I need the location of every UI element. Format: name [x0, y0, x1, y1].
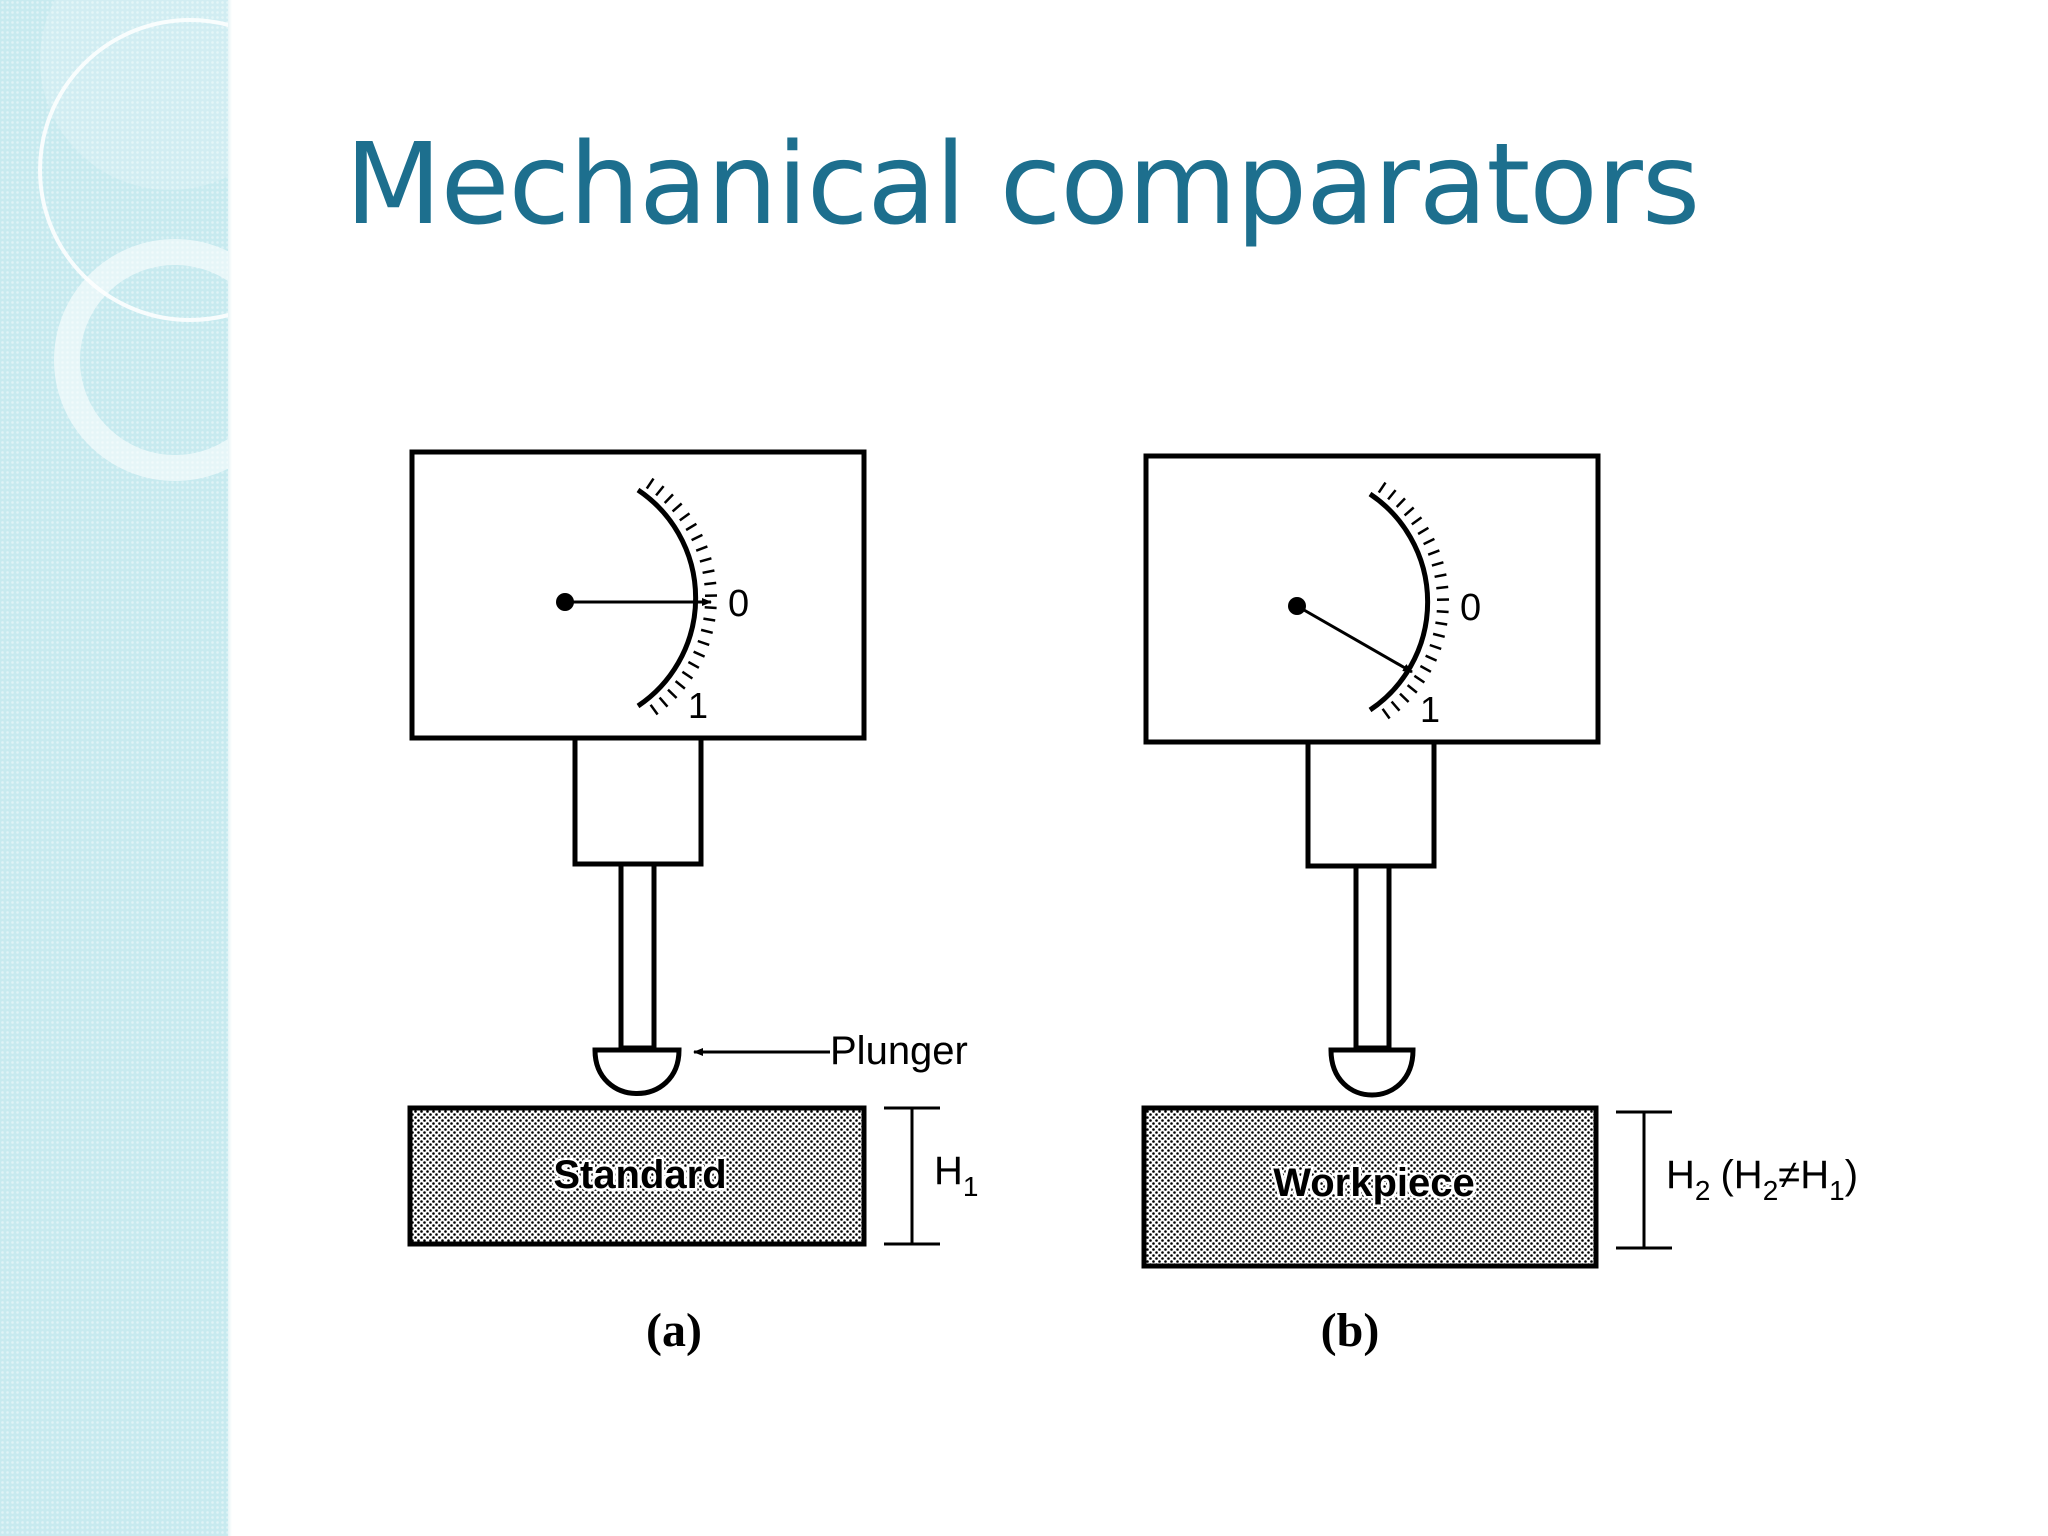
scale-tick	[658, 696, 669, 708]
side-decoration-panel	[0, 0, 228, 1536]
scale-ticks-b	[1377, 481, 1450, 720]
height-label-a: H1	[934, 1149, 978, 1202]
plunger-tip-b	[1328, 1047, 1416, 1098]
scale-tick	[685, 522, 698, 532]
scale-tick	[1387, 489, 1397, 501]
height-bracket-a	[884, 1106, 940, 1246]
pointer-b	[1296, 604, 1413, 674]
scale-tick	[649, 704, 659, 716]
scale-tick	[1434, 573, 1447, 579]
scale-tick	[679, 512, 691, 522]
scale-tick	[693, 650, 706, 658]
scale-tick	[1425, 654, 1438, 662]
scale-tick	[1436, 585, 1449, 590]
scale-tick	[1377, 481, 1387, 494]
scale-tick	[681, 670, 694, 680]
scale-tick	[1395, 497, 1406, 508]
scale-tick	[667, 688, 678, 699]
scale-tick	[703, 617, 716, 622]
gauge-body-a	[572, 735, 704, 867]
scale-tick	[1436, 609, 1449, 614]
plunger-label: Plunger	[830, 1029, 968, 1073]
scale-tick	[700, 628, 714, 635]
scale-tick	[1419, 664, 1432, 673]
scale-tick	[1431, 561, 1444, 567]
scale-tick	[671, 502, 683, 513]
height-bracket-b	[1616, 1110, 1672, 1250]
workpiece-label: Workpiece	[1273, 1161, 1475, 1205]
plunger-stem-b	[1353, 863, 1392, 1051]
dial-box-a	[409, 449, 867, 741]
caption-a: (a)	[646, 1304, 702, 1357]
dial-scale-a	[636, 487, 699, 709]
scale-tick	[687, 660, 700, 669]
scale-tick	[704, 605, 717, 610]
scale-tick	[1399, 692, 1410, 703]
scale-one-a: 1	[688, 685, 708, 726]
standard-label: Standard	[553, 1153, 726, 1197]
scale-tick	[702, 569, 715, 575]
scale-tick	[674, 680, 686, 690]
scale-tick	[1406, 684, 1418, 694]
dial-scale-b	[1368, 491, 1431, 713]
scale-tick	[697, 639, 710, 647]
plunger-tip-a	[592, 1047, 682, 1096]
scale-ticks-a	[645, 477, 718, 716]
caption-b: (b)	[1321, 1304, 1380, 1357]
decorative-rings-icon	[38, 0, 228, 481]
scale-tick	[1381, 708, 1391, 720]
dial-box-b	[1143, 453, 1601, 745]
scale-tick	[1429, 643, 1442, 651]
scale-tick	[1411, 516, 1423, 526]
scale-tick	[645, 477, 655, 490]
panel-b: 0 1 Workpiece H2(H2≠H1) (b)	[1141, 453, 1858, 1357]
standard-block	[407, 1105, 867, 1247]
scale-tick	[1403, 506, 1415, 517]
scale-tick	[695, 545, 708, 552]
scale-tick	[1423, 537, 1435, 546]
scale-tick	[1432, 632, 1446, 639]
scale-tick	[663, 493, 674, 504]
scale-tick	[1427, 549, 1440, 556]
scale-tick	[655, 485, 665, 497]
workpiece-block	[1141, 1105, 1599, 1269]
height-label-b: H2(H2≠H1)	[1666, 1153, 1858, 1206]
slide-title: Mechanical comparators	[345, 120, 1700, 250]
scale-tick	[691, 533, 703, 542]
scale-tick	[1417, 526, 1430, 536]
side-divider	[228, 0, 232, 1536]
scale-tick	[1413, 674, 1426, 684]
scale-tick	[704, 581, 717, 586]
scale-zero-a: 0	[728, 583, 749, 625]
scale-one-b: 1	[1420, 689, 1440, 730]
panel-a: 0 1 Plunger Standard H1 (a)	[407, 449, 978, 1357]
gauge-body-b	[1305, 739, 1437, 869]
plunger-stem-a	[618, 861, 657, 1051]
scale-tick	[1390, 700, 1401, 712]
scale-zero-b: 0	[1460, 587, 1481, 629]
scale-tick	[699, 557, 712, 563]
scale-tick	[1435, 621, 1448, 626]
